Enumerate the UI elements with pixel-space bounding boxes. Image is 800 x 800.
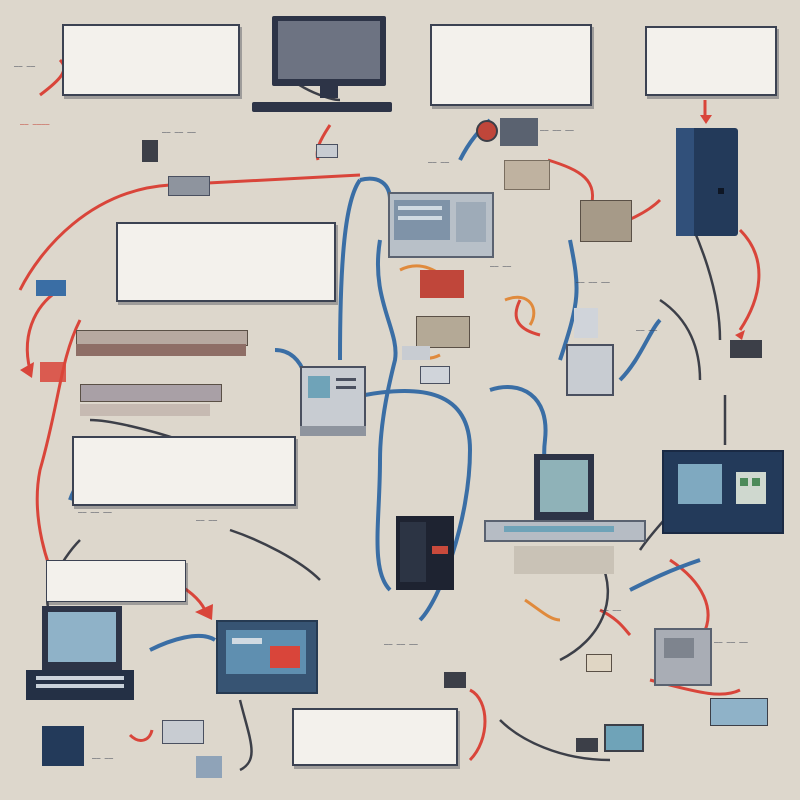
- tiny-label: —— ——: [600, 606, 622, 614]
- callout-top-right-b: [645, 26, 777, 96]
- device-small: [566, 344, 614, 396]
- tiny-label: —— ——: [92, 754, 114, 762]
- monitor-icon: [252, 16, 392, 112]
- device-small: [162, 720, 204, 744]
- computer-case-icon: [396, 516, 456, 592]
- callout-bottom-center: [292, 708, 458, 766]
- printer-icon: [654, 628, 712, 686]
- device-small: [476, 120, 498, 142]
- central-display-panel: [388, 192, 494, 258]
- device-small: [500, 118, 538, 146]
- tiny-label: —— ————: [20, 120, 50, 128]
- callout-top-right-a: [430, 24, 592, 106]
- device-small: [196, 756, 222, 778]
- tiny-label: —— ——: [196, 516, 218, 524]
- device-small: [586, 654, 612, 672]
- tiny-label: —— —— ——: [78, 508, 112, 516]
- callout-mid-left: [116, 222, 336, 302]
- device-small: [36, 280, 66, 296]
- callout-label-left-bottom: [46, 560, 186, 602]
- device-small: [420, 270, 464, 298]
- device-small: [168, 176, 210, 196]
- device-small: [574, 308, 598, 338]
- rack-panel: [80, 404, 210, 416]
- tiny-label: —— —— ——: [576, 278, 610, 286]
- device-small: [142, 140, 158, 162]
- callout-top-left: [62, 24, 240, 96]
- tiny-label: —— ——: [14, 62, 36, 70]
- device-small: [604, 724, 644, 752]
- tiny-label: —— —— ——: [540, 126, 574, 134]
- device-small: [40, 362, 66, 382]
- device-small: [580, 200, 632, 242]
- laptop-icon: [26, 606, 136, 702]
- rack-panel: [80, 384, 222, 402]
- rack-panel: [76, 344, 246, 356]
- device-small: [402, 346, 430, 360]
- switch-icon: [216, 620, 318, 694]
- device-small: [504, 160, 550, 190]
- display-screen-right: [662, 450, 784, 534]
- device-small: [730, 340, 762, 358]
- tiny-label: —— —— ——: [714, 638, 748, 646]
- tiny-label: —— ——: [428, 158, 450, 166]
- laptop-icon: [484, 454, 646, 576]
- tiny-label: —— ——: [636, 326, 658, 334]
- device-small: [416, 316, 470, 348]
- server-tower-icon: [676, 128, 740, 238]
- device-small: [316, 144, 338, 158]
- router-icon: [300, 366, 366, 438]
- tiny-label: —— —— ——: [162, 128, 196, 136]
- device-small: [710, 698, 768, 726]
- callout-lower-left: [72, 436, 296, 506]
- device-small: [420, 366, 450, 384]
- tiny-label: —— ——: [490, 262, 512, 270]
- device-small: [576, 738, 598, 752]
- tiny-label: —— —— ——: [384, 640, 418, 648]
- device-small: [42, 726, 84, 766]
- device-small: [444, 672, 466, 688]
